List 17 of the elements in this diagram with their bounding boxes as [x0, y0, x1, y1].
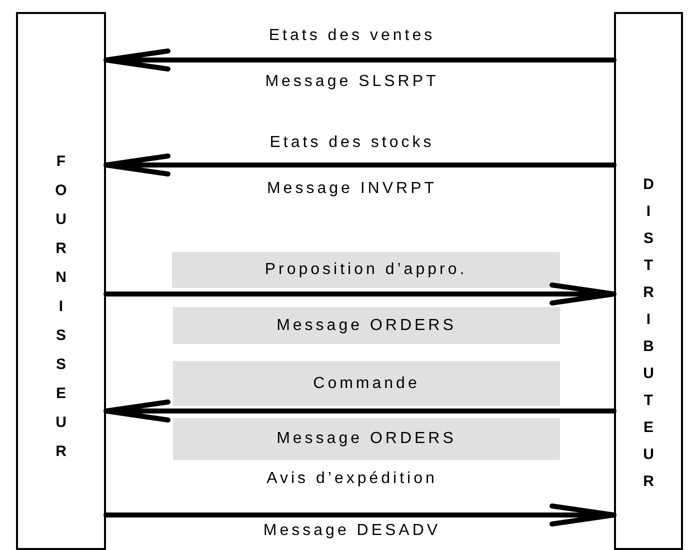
party-box	[614, 12, 683, 550]
message-text: Message ORDERS	[276, 316, 456, 334]
arrow	[104, 48, 616, 72]
arrow	[104, 400, 616, 422]
message-panel	[172, 252, 560, 288]
message-text: Message ORDERS	[276, 430, 456, 448]
arrow	[104, 282, 616, 306]
message-panel	[173, 361, 560, 406]
message-text: Proposition d’appro.	[264, 261, 468, 279]
message-panel	[173, 307, 560, 344]
arrow	[104, 154, 616, 176]
message-panel	[173, 418, 560, 460]
vertical-label: DISTRIBUTEUR	[643, 175, 654, 492]
arrow	[104, 504, 616, 526]
vertical-label: FOURNISSEUR	[55, 152, 67, 462]
party-box	[16, 12, 106, 550]
message-text: Commande	[313, 374, 420, 392]
